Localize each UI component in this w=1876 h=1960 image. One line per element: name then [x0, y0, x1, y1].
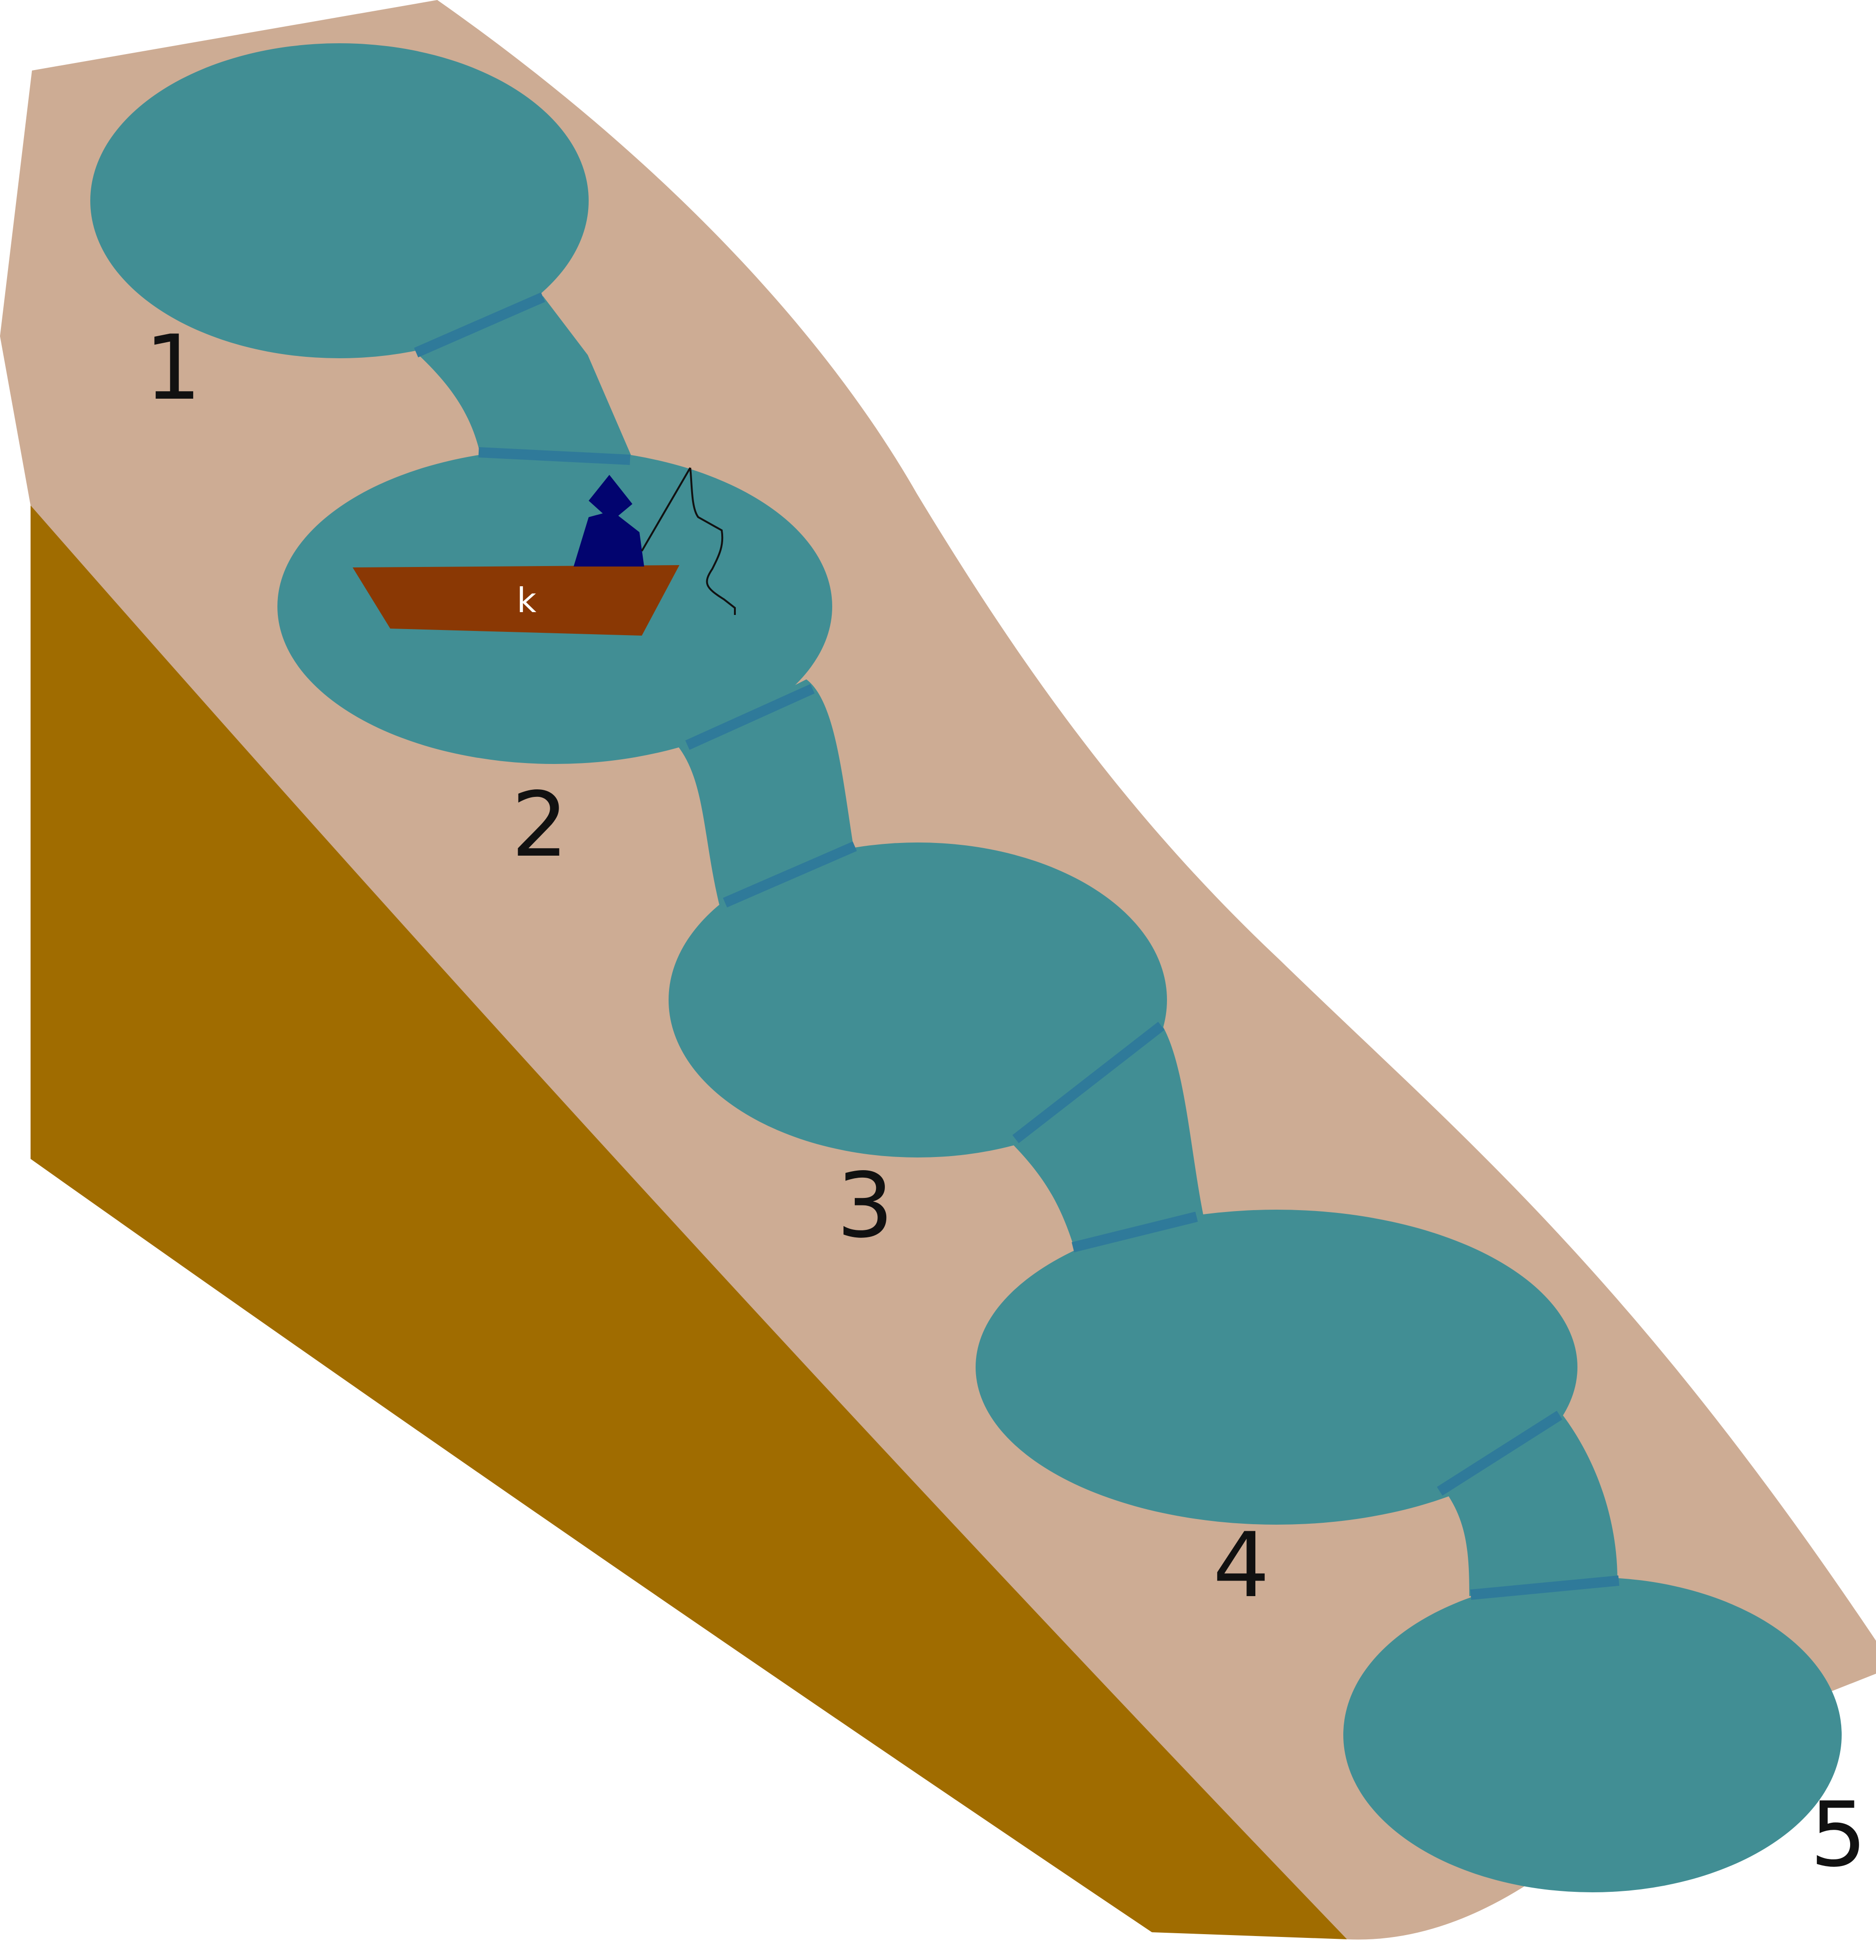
- lake-1: [90, 43, 589, 358]
- dam-1-top: [414, 292, 545, 358]
- channel-1-2: [416, 296, 632, 458]
- dam-2-top: [685, 684, 815, 750]
- dam-1-bottom: [478, 447, 631, 465]
- dam-2-bottom: [723, 841, 857, 908]
- lake-4: [976, 1210, 1577, 1525]
- channel-3-4: [1009, 1020, 1204, 1248]
- person-icon: [574, 475, 644, 567]
- dam-4-top: [1437, 1410, 1562, 1496]
- lake-4-label: 4: [1213, 1513, 1270, 1617]
- boat: [353, 565, 679, 636]
- lake-1-label: 1: [145, 316, 202, 420]
- lake-5-label: 5: [1810, 1783, 1867, 1887]
- lake-3-label: 3: [837, 1154, 894, 1258]
- dam-4-bottom: [1470, 1575, 1620, 1600]
- channel-2-3: [677, 679, 853, 905]
- dam-3-bottom: [1072, 1212, 1198, 1252]
- boat-group: k: [353, 467, 736, 636]
- boat-label: k: [517, 581, 536, 620]
- channel-4-5: [1441, 1413, 1617, 1596]
- lake-2-label: 2: [512, 773, 568, 877]
- fishing-line: [689, 467, 736, 615]
- dam-3-top: [1012, 1022, 1165, 1143]
- lake-5: [1343, 1577, 1842, 1892]
- fishing-rod: [641, 467, 691, 552]
- lake-3: [669, 842, 1167, 1157]
